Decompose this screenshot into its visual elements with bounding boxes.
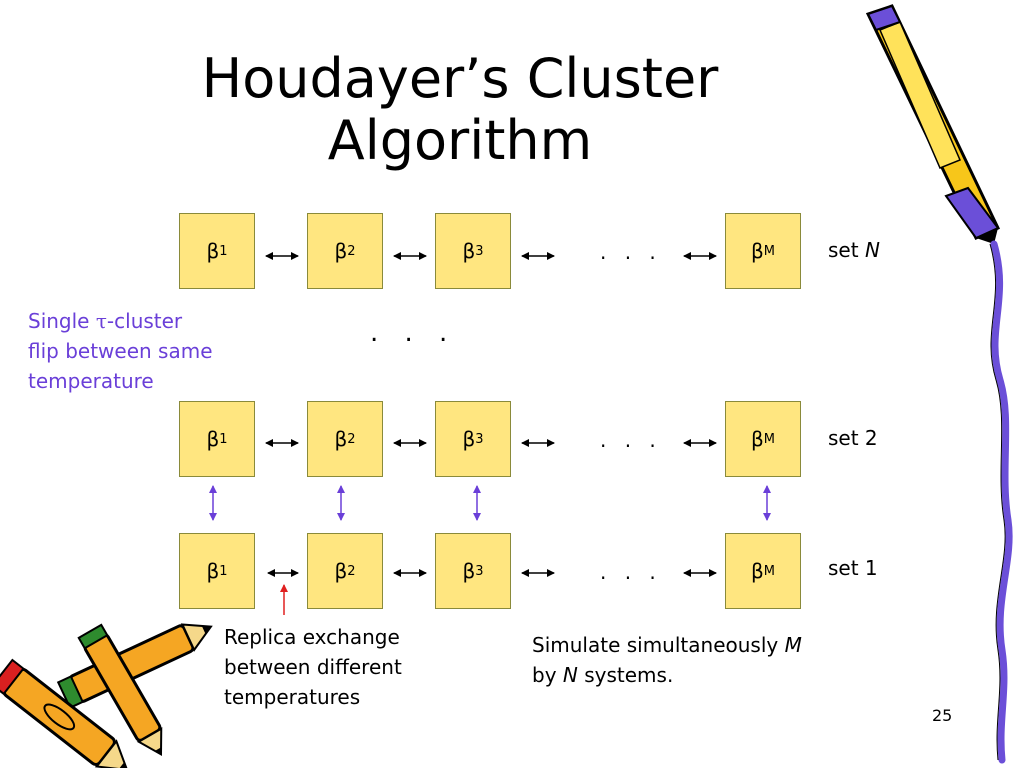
left-note: Single τ-cluster flip between same tempe… <box>28 306 213 396</box>
left-note-line-2: flip between same <box>28 339 213 363</box>
simulate-note-line-1: Simulate simultaneously M <box>532 633 802 657</box>
simulate-note: Simulate simultaneously M by N systems. <box>532 630 802 690</box>
left-note-line-3: temperature <box>28 369 154 393</box>
vertical-ellipsis: . . . <box>370 318 457 348</box>
pencil-clipart-icon <box>865 4 1013 764</box>
replica-exchange-note: Replica exchange between different tempe… <box>224 622 402 712</box>
replica-note-line-3: temperatures <box>224 685 361 709</box>
row-ellipsis-set1: . . . <box>600 560 662 584</box>
left-note-line-1: Single τ-cluster <box>28 309 183 333</box>
simulate-note-line-2: by N systems. <box>532 663 674 687</box>
title-line-2: Algorithm <box>327 109 593 172</box>
replica-note-line-1: Replica exchange <box>224 625 400 649</box>
row-ellipsis-setN: . . . <box>600 240 662 264</box>
crayons-clipart-icon <box>0 623 213 768</box>
set-label-N: set N <box>828 238 880 262</box>
slide-title: Houdayer’s Cluster Algorithm <box>150 48 770 172</box>
set-label-1: set 1 <box>828 556 878 580</box>
row-ellipsis-set2: . . . <box>600 428 662 452</box>
set-label-2: set 2 <box>828 426 878 450</box>
replica-note-line-2: between different <box>224 655 402 679</box>
page-number: 25 <box>932 706 953 725</box>
title-line-1: Houdayer’s Cluster <box>201 47 719 110</box>
